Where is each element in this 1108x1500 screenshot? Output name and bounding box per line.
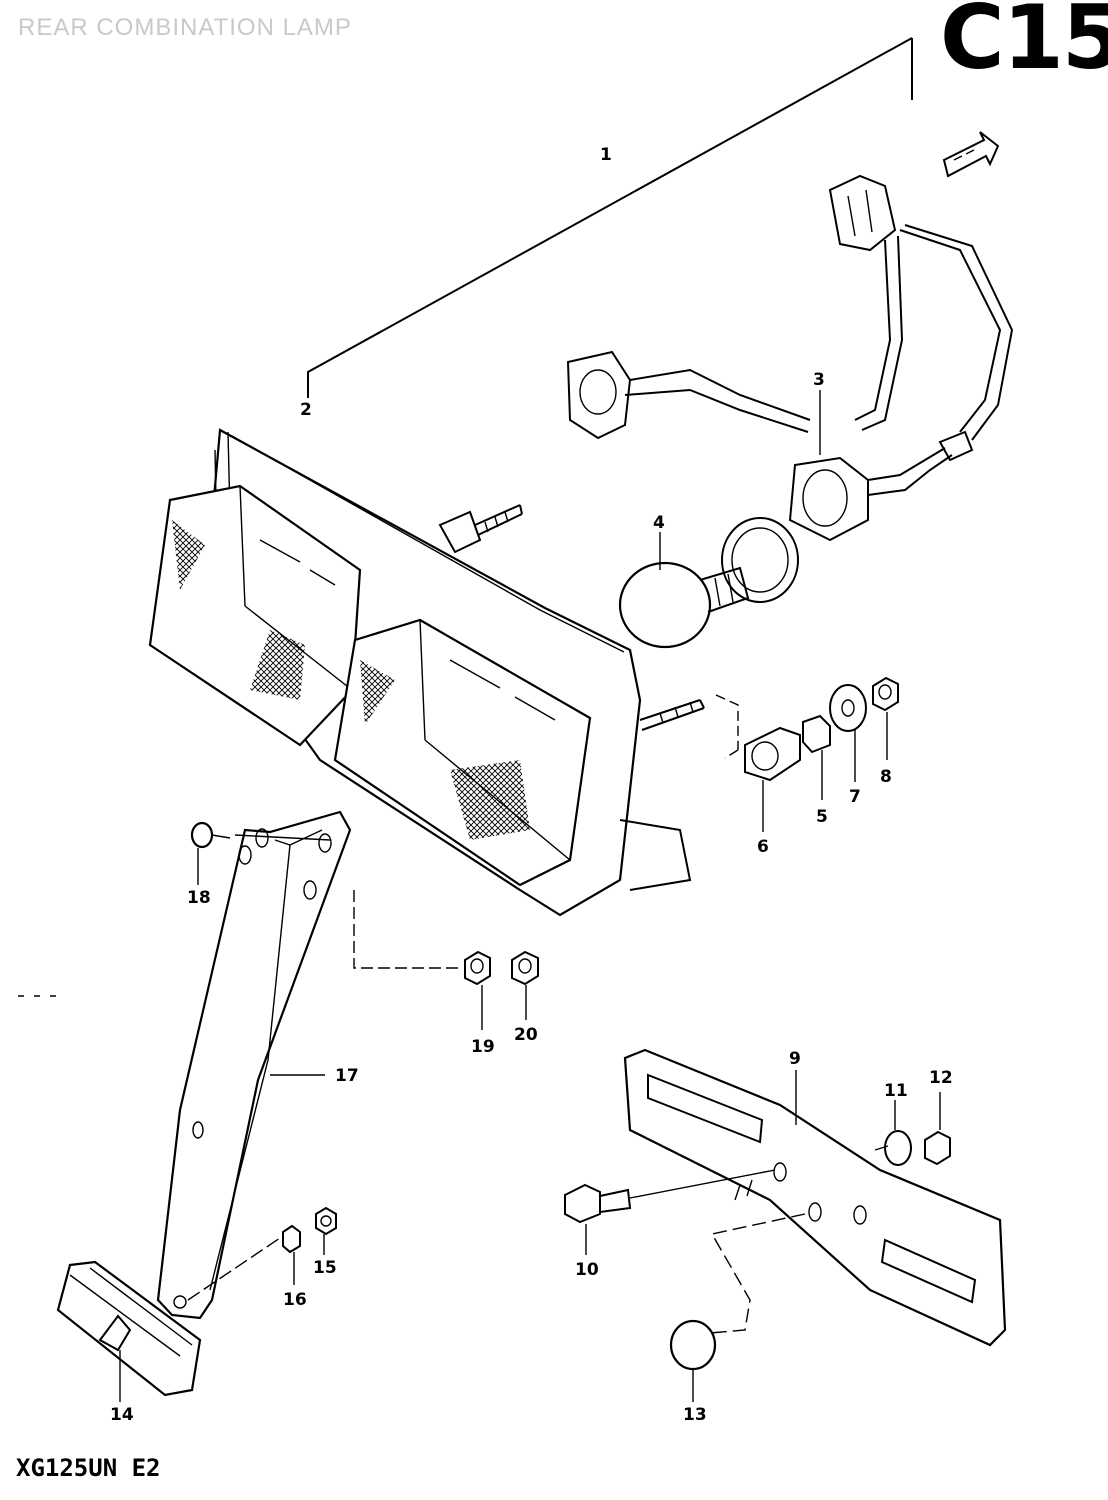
diagram-title: REAR COMBINATION LAMP: [18, 14, 352, 41]
grommet: [744, 726, 801, 782]
bulb: [618, 517, 799, 649]
collar: [802, 714, 831, 754]
callout-5: 5: [816, 807, 828, 827]
leader-lines: [119, 390, 941, 1402]
bolt-10: [564, 1183, 632, 1224]
plate-holder: [623, 1048, 1007, 1347]
washer: [829, 684, 867, 732]
nut-16: [282, 1224, 301, 1254]
nut-19: [464, 950, 491, 986]
reflector: [56, 1260, 202, 1397]
model-code: XG125UN E2: [16, 1454, 161, 1482]
callout-18: 18: [187, 888, 211, 908]
callout-7: 7: [849, 787, 861, 807]
assembly-leader-line: [307, 37, 913, 398]
lamp-lens-left: [148, 484, 362, 747]
nut-8: [872, 676, 899, 712]
nut-12: [924, 1130, 951, 1166]
nut-20: [511, 950, 539, 986]
lamp-lens-right: [333, 618, 592, 887]
callout-12: 12: [929, 1068, 953, 1088]
callout-13: 13: [683, 1405, 707, 1425]
callout-6: 6: [757, 837, 769, 857]
page-code: C15: [940, 0, 1108, 89]
callout-17: 17: [335, 1066, 359, 1086]
cap-13: [669, 1319, 717, 1371]
bolt-18: [190, 821, 231, 849]
callout-1: 1: [600, 145, 612, 165]
callout-16: 16: [283, 1290, 307, 1310]
callout-11: 11: [884, 1081, 908, 1101]
nut-15: [315, 1206, 337, 1236]
callout-20: 20: [514, 1025, 538, 1045]
callout-4: 4: [653, 513, 665, 533]
callout-14: 14: [110, 1405, 134, 1425]
callout-3: 3: [813, 370, 825, 390]
callout-19: 19: [471, 1037, 495, 1057]
license-bracket: [156, 810, 352, 1320]
socket-wiring: [566, 174, 1014, 542]
front-arrow-icon: [942, 131, 1000, 178]
washer-11: [884, 1130, 912, 1166]
callout-10: 10: [575, 1260, 599, 1280]
callout-15: 15: [313, 1258, 337, 1278]
callout-2: 2: [300, 400, 312, 420]
callout-8: 8: [880, 767, 892, 787]
callout-9: 9: [789, 1049, 801, 1069]
